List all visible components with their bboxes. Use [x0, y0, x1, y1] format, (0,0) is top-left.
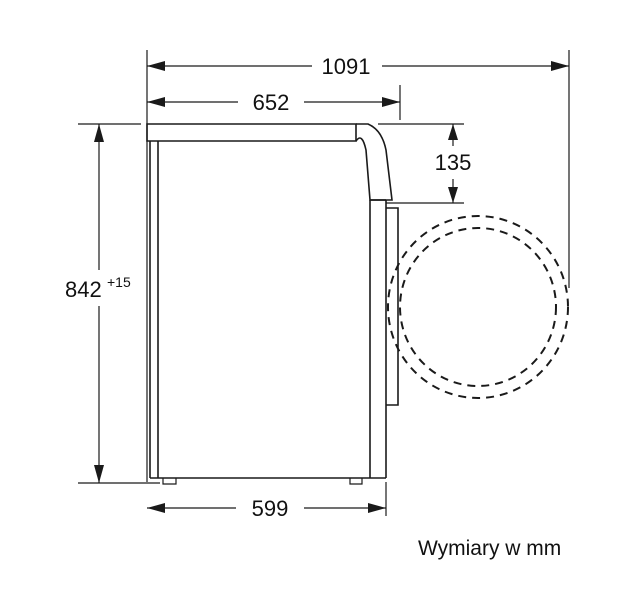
dimension-842-label: 842 — [65, 277, 102, 302]
machine-body — [146, 123, 399, 485]
dimension-652-label: 652 — [253, 90, 290, 115]
dimension-842-tolerance: +15 — [107, 274, 131, 290]
dimension-599-label: 599 — [252, 496, 289, 521]
dimension-842: 842 +15 — [65, 124, 131, 483]
dimension-652: 652 — [147, 90, 400, 115]
units-caption: Wymiary w mm — [418, 537, 562, 560]
open-door-outline — [387, 215, 569, 399]
extension-lines — [78, 50, 570, 516]
dimension-135-label: 135 — [435, 150, 472, 175]
dimension-135: 135 — [435, 124, 472, 203]
dimension-1091: 1091 — [147, 54, 569, 79]
dimension-599: 599 — [147, 496, 386, 521]
dimension-1091-label: 1091 — [322, 54, 371, 79]
